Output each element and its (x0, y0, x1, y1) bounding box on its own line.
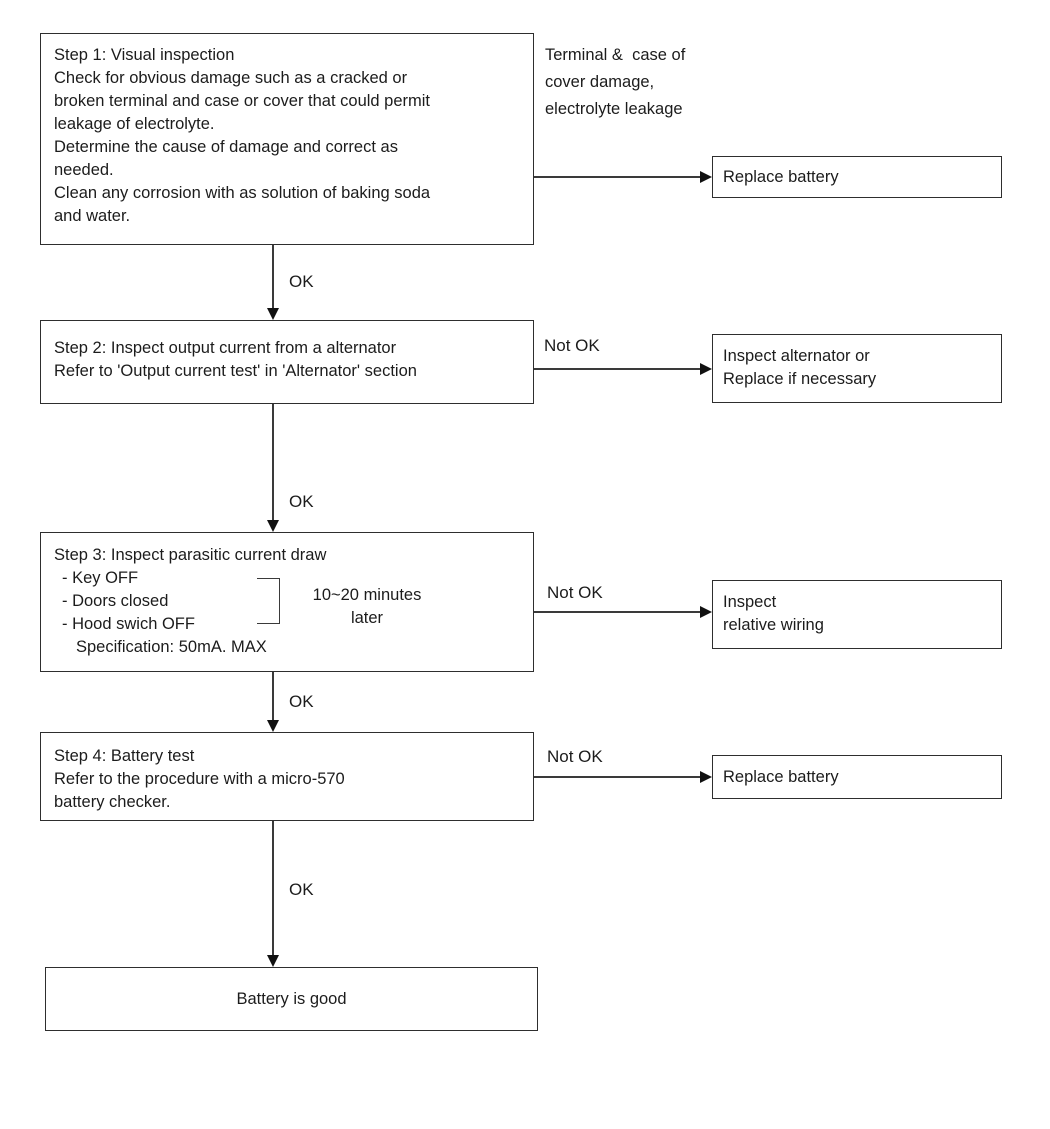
arrowhead-down-icon (267, 955, 279, 967)
arrowhead-right-icon (700, 363, 712, 375)
node-step1-visual-inspection: Step 1: Visual inspection Check for obvi… (40, 33, 534, 245)
step1-line: Step 1: Visual inspection (54, 46, 235, 64)
step2-line: Step 2: Inspect output current from a al… (54, 339, 397, 357)
node-battery-is-good: Battery is good (45, 967, 538, 1031)
node-replace-battery-bottom: Replace battery (712, 755, 1002, 799)
node-step4-battery-test: Step 4: Battery test Refer to the proced… (40, 732, 534, 821)
edge-step4-to-replace-battery-line (534, 776, 701, 778)
terminal-note-line: cover damage, (545, 73, 655, 91)
edge-label-ok-1: OK (289, 272, 314, 291)
node-step2-output-current: Step 2: Inspect output current from a al… (40, 320, 534, 404)
step3-item: - Hood swich OFF (62, 615, 195, 633)
arrowhead-down-icon (267, 308, 279, 320)
edge-label-not-ok-step2: Not OK (544, 336, 600, 355)
terminal-note-line: electrolyte leakage (545, 100, 683, 118)
inspect-alternator-line: Replace if necessary (723, 370, 877, 388)
step4-line: Step 4: Battery test (54, 747, 195, 765)
step4-line: Refer to the procedure with a micro-570 (54, 770, 345, 788)
step3-item: - Doors closed (62, 592, 169, 610)
step1-line: broken terminal and case or cover that c… (54, 92, 431, 110)
node-step3-parasitic-draw: Step 3: Inspect parasitic current draw -… (40, 532, 534, 672)
terminal-damage-note: Terminal & case of cover damage, electro… (545, 42, 735, 123)
replace-battery-bottom-label: Replace battery (723, 767, 839, 786)
inspect-wiring-line: Inspect (723, 593, 777, 611)
inspect-alternator-line: Inspect alternator or (723, 347, 870, 365)
edge-step3-to-inspect-wiring-line (534, 611, 701, 613)
arrowhead-down-icon (267, 720, 279, 732)
terminal-note-line: Terminal & case of (545, 46, 686, 64)
node-replace-battery-top: Replace battery (712, 156, 1002, 198)
arrowhead-right-icon (700, 171, 712, 183)
step1-line: needed. (54, 161, 114, 179)
step1-line: Clean any corrosion with as solution of … (54, 184, 431, 202)
edge-label-ok-3: OK (289, 692, 314, 711)
edge-step1-to-step2-line (272, 245, 274, 310)
step3-wait-note-line: 10~20 minutes (312, 586, 422, 604)
step3-wait-note-line: later (350, 609, 384, 627)
arrowhead-down-icon (267, 520, 279, 532)
replace-battery-top-label: Replace battery (723, 167, 839, 186)
step1-line: leakage of electrolyte. (54, 115, 215, 133)
edge-label-ok-2: OK (289, 492, 314, 511)
battery-good-label: Battery is good (236, 989, 347, 1008)
edge-step3-to-step4-line (272, 672, 274, 722)
step2-line: Refer to 'Output current test' in 'Alter… (54, 362, 417, 380)
step1-line: Check for obvious damage such as a crack… (54, 69, 408, 87)
step3-grouping-bracket (257, 578, 280, 624)
step3-title: Step 3: Inspect parasitic current draw (54, 546, 327, 564)
arrowhead-right-icon (700, 771, 712, 783)
step3-item: - Key OFF (62, 569, 139, 587)
step3-specification: Specification: 50mA. MAX (76, 638, 267, 656)
arrowhead-right-icon (700, 606, 712, 618)
inspect-wiring-line: relative wiring (723, 616, 824, 634)
node-inspect-relative-wiring: Inspect relative wiring (712, 580, 1002, 649)
edge-label-not-ok-step3: Not OK (547, 583, 603, 602)
step1-line: Determine the cause of damage and correc… (54, 138, 398, 156)
edge-step2-to-inspect-alternator-line (534, 368, 701, 370)
node-inspect-alternator: Inspect alternator or Replace if necessa… (712, 334, 1002, 403)
edge-step4-to-final-line (272, 821, 274, 956)
edge-step2-to-step3-line (272, 404, 274, 522)
step3-wait-note: 10~20 minutes later (296, 584, 438, 630)
edge-label-ok-4: OK (289, 880, 314, 899)
step1-line: and water. (54, 207, 131, 225)
edge-step1-to-replace-battery-line (534, 176, 701, 178)
step4-line: battery checker. (54, 793, 171, 811)
edge-label-not-ok-step4: Not OK (547, 747, 603, 766)
